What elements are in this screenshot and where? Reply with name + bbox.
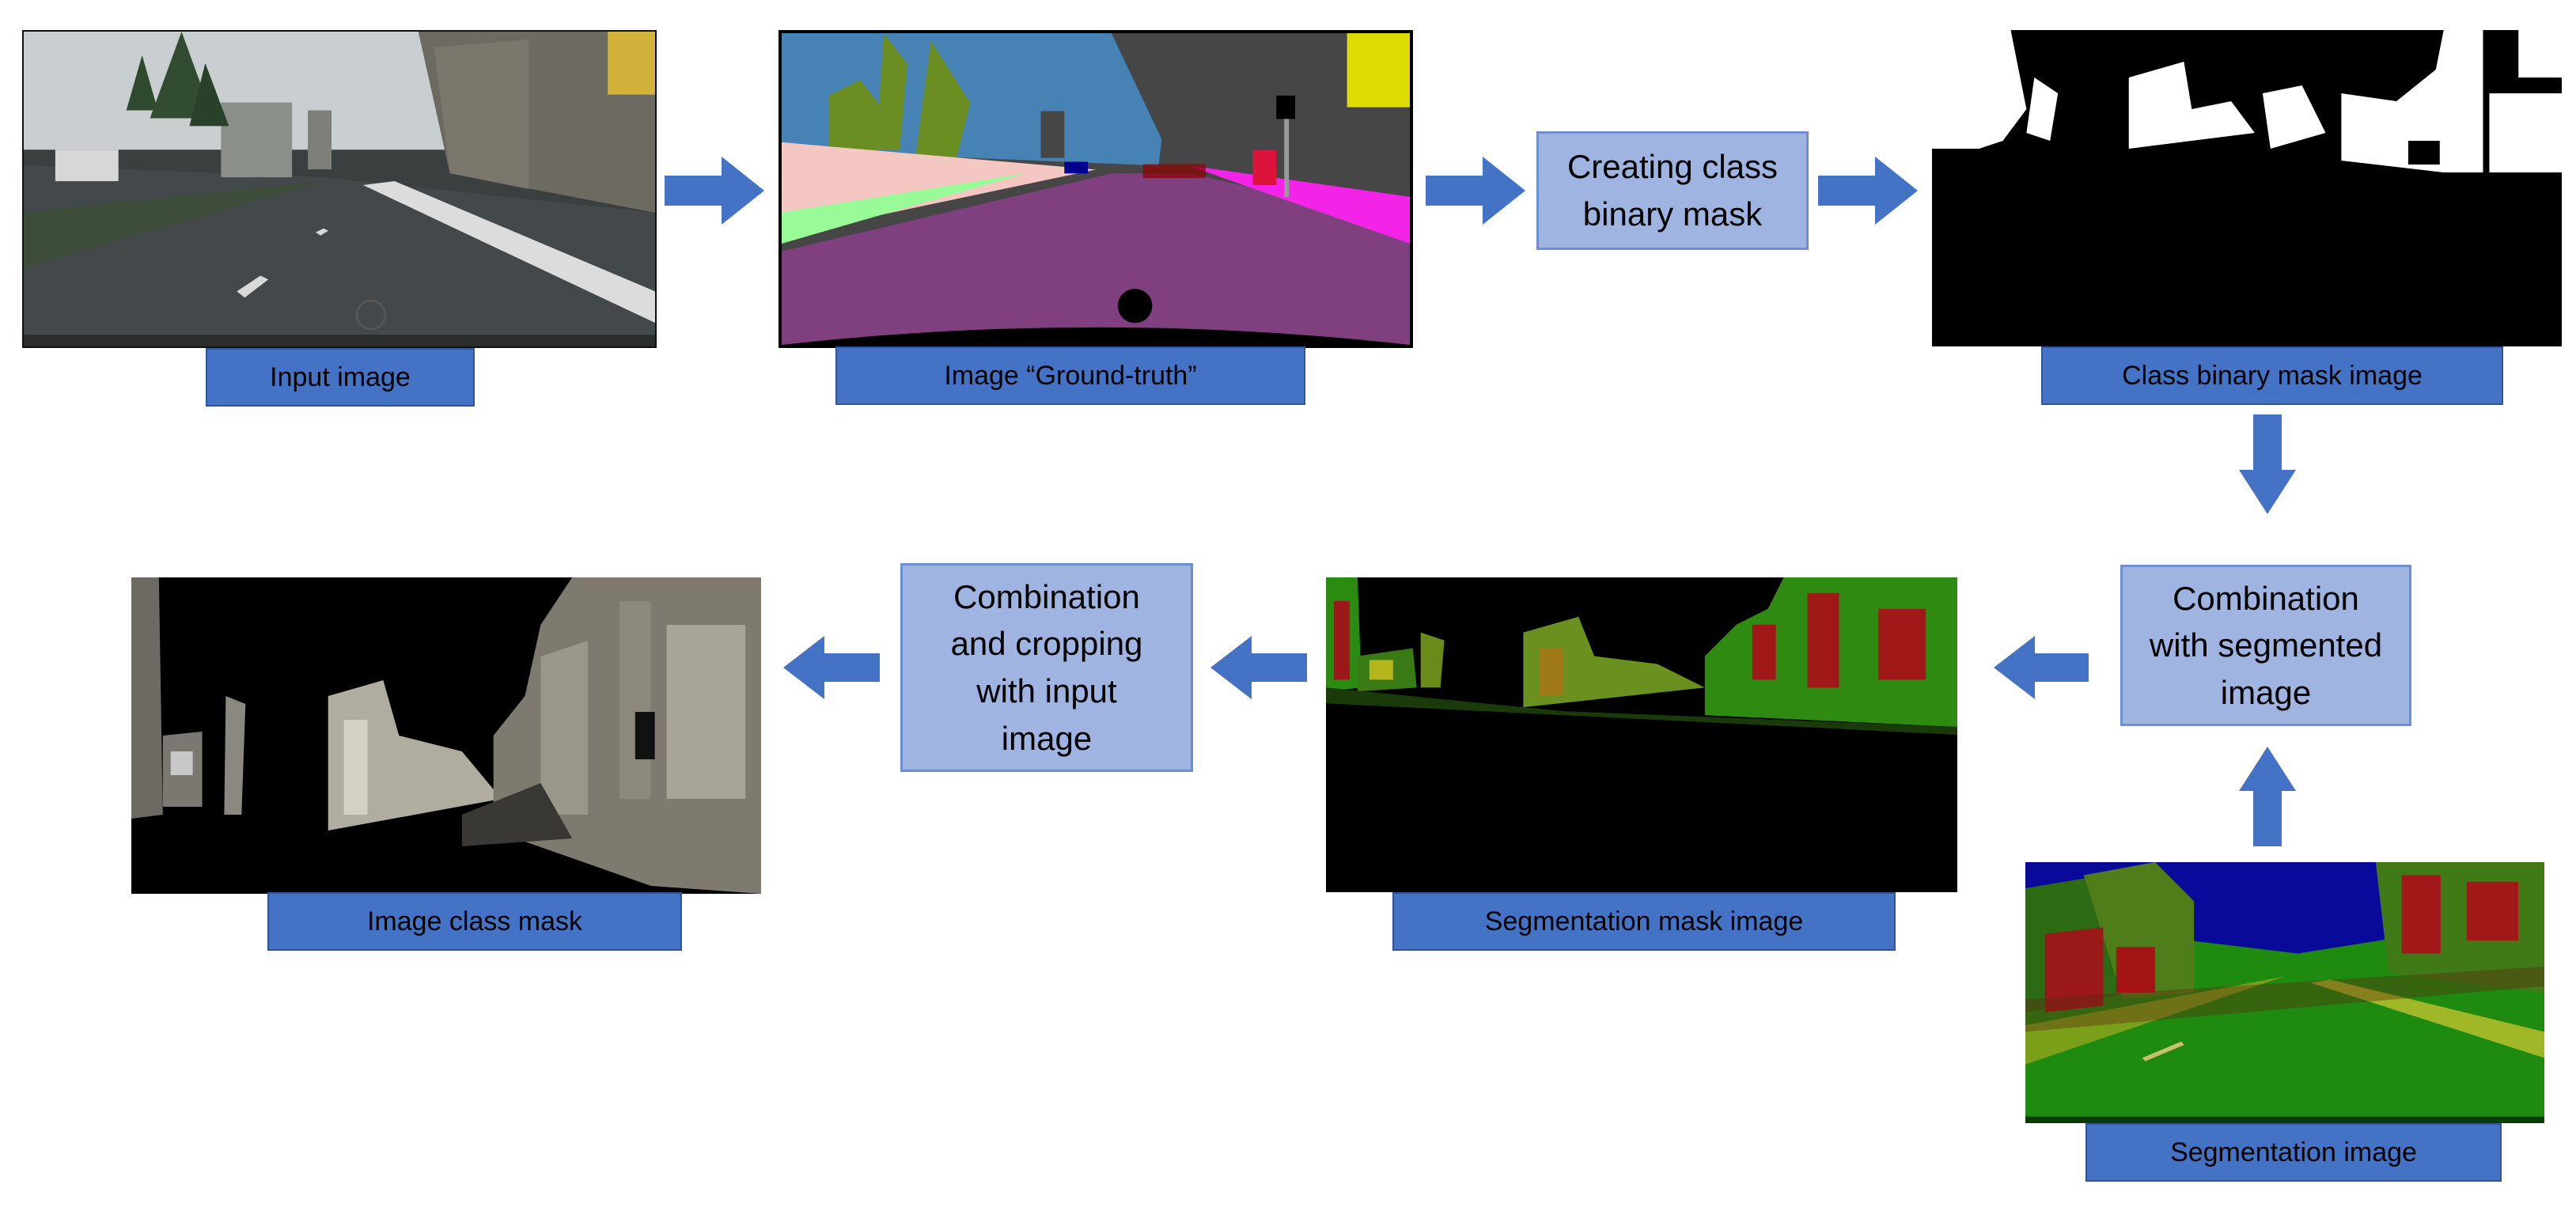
input-image — [22, 30, 657, 348]
arrow-up-icon — [2239, 747, 2296, 846]
arrow-left-icon — [1210, 636, 1307, 699]
arrow-left-icon — [783, 636, 880, 699]
step-line: and cropping — [950, 625, 1143, 663]
image-class-mask-caption: Image class mask — [267, 892, 682, 951]
step-combination-with-segmented-image: Combination with segmented image — [2120, 565, 2411, 726]
step-line: image — [2220, 673, 2312, 711]
step-line: with segmented — [2149, 626, 2383, 664]
ground-truth-caption: Image “Ground-truth” — [835, 346, 1305, 405]
step-line: Creating class — [1566, 148, 1779, 186]
arrow-down-icon — [2239, 414, 2296, 514]
arrow-right-icon — [665, 157, 764, 225]
step-line: Combination — [953, 577, 1140, 615]
segmentation-image — [2025, 862, 2544, 1123]
segmentation-image-caption: Segmentation image — [2085, 1123, 2502, 1182]
arrow-right-icon — [1818, 157, 1918, 225]
step-creating-class-binary-mask: Creating class binary mask — [1536, 131, 1809, 250]
step-line: Combination — [2173, 579, 2359, 617]
step-combination-and-cropping: Combination and cropping with input imag… — [900, 563, 1193, 772]
arrow-right-icon — [1426, 157, 1525, 225]
step-line: with input — [976, 672, 1117, 709]
class-binary-mask-caption: Class binary mask image — [2041, 346, 2503, 405]
segmentation-mask-caption: Segmentation mask image — [1392, 892, 1896, 951]
step-line: image — [1001, 719, 1093, 757]
ground-truth-image — [778, 30, 1413, 348]
image-class-mask — [131, 577, 761, 894]
input-image-caption: Input image — [206, 348, 475, 407]
class-binary-mask-image — [1932, 30, 2562, 346]
segmentation-mask-image — [1326, 577, 1957, 892]
step-line: binary mask — [1582, 195, 1763, 233]
arrow-left-icon — [1994, 636, 2089, 699]
